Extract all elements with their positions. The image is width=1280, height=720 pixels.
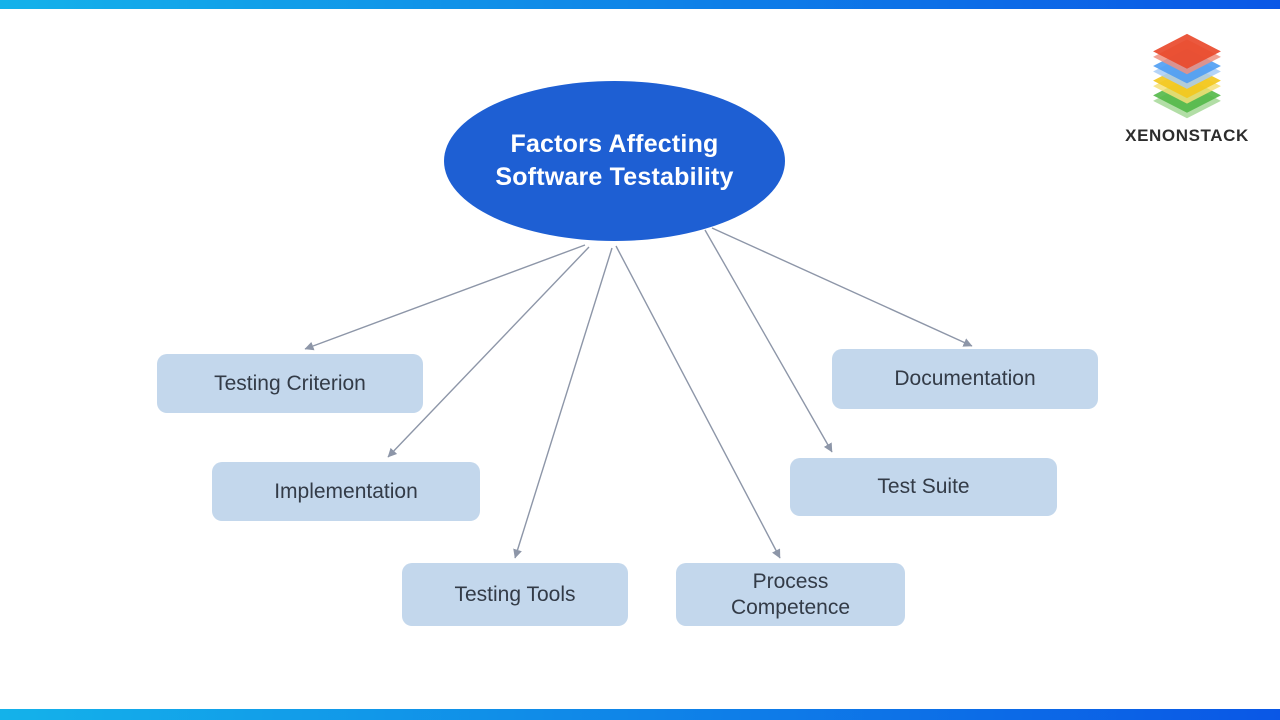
node-label: Test Suite bbox=[877, 475, 970, 499]
node-label: Testing Criterion bbox=[214, 371, 366, 395]
arrow-to-process-competence bbox=[615, 245, 781, 559]
top-border-bar bbox=[0, 0, 1280, 9]
arrow-to-testing-criterion bbox=[304, 244, 586, 351]
xenonstack-logo-text: XENONSTACK bbox=[1125, 126, 1249, 145]
logo-layer-red bbox=[1153, 33, 1221, 75]
node-label: Documentation bbox=[894, 367, 1036, 391]
node-label: Process Competence bbox=[730, 569, 851, 619]
root-node-factors-affecting-testability: Factors Affecting Software Testability bbox=[444, 81, 785, 241]
node-process-competence: Process Competence bbox=[676, 563, 905, 626]
bottom-border-bar bbox=[0, 709, 1280, 720]
arrow-to-test-suite bbox=[704, 229, 833, 453]
node-testing-criterion: Testing Criterion bbox=[157, 354, 423, 413]
node-testing-tools: Testing Tools bbox=[402, 563, 628, 626]
xenonstack-logo-icon bbox=[1153, 33, 1221, 119]
node-implementation: Implementation bbox=[212, 462, 480, 521]
node-documentation: Documentation bbox=[832, 349, 1098, 409]
arrow-to-implementation bbox=[387, 246, 590, 458]
root-node-label: Factors Affecting Software Testability bbox=[495, 129, 734, 191]
xenonstack-logo: XENONSTACK bbox=[1117, 33, 1257, 146]
node-label: Implementation bbox=[274, 479, 418, 503]
node-test-suite: Test Suite bbox=[790, 458, 1057, 516]
arrow-to-documentation bbox=[711, 227, 973, 347]
arrow-to-testing-tools bbox=[513, 247, 613, 559]
node-label: Testing Tools bbox=[454, 582, 576, 606]
